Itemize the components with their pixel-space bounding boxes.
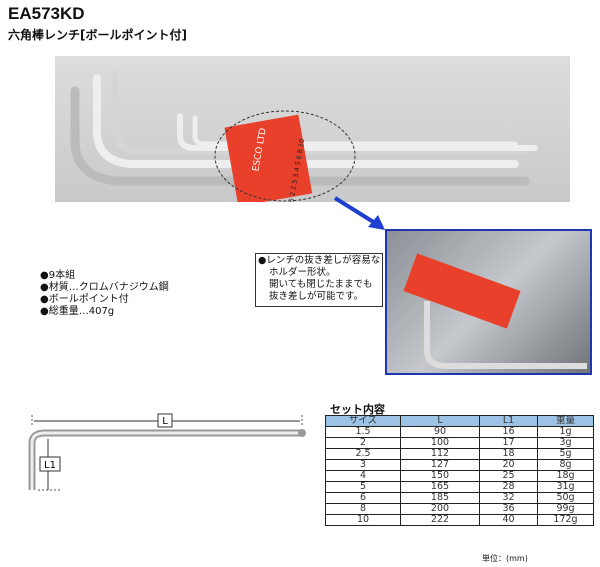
table-cell: 18g (537, 470, 594, 482)
table-cell: 172g (537, 514, 594, 526)
table-cell: 2.5 (325, 448, 401, 460)
table-cell: 17 (479, 437, 538, 449)
holder-closeup-photo (385, 229, 592, 375)
table-cell: 150 (400, 470, 480, 482)
table-cell: 5g (537, 448, 594, 460)
col-L: L (400, 415, 480, 427)
col-weight: 重量 (537, 415, 594, 427)
col-size: サイズ (325, 415, 401, 427)
table-cell: 90 (400, 426, 480, 438)
table-cell: 40 (479, 514, 538, 526)
table-cell: 200 (400, 503, 480, 515)
callout-line: ●レンチの抜き差しが容易な (258, 255, 381, 266)
product-code: EA573KD (8, 4, 85, 23)
table-cell: 25 (479, 470, 538, 482)
table-cell: 8g (537, 459, 594, 471)
table-cell: 5 (325, 481, 401, 493)
spec-list: ●9本組 ●材質…クロムバナジウム鋼 ●ボールポイント付 ●総重量…407g (40, 270, 169, 318)
table-cell: 20 (479, 459, 538, 471)
callout-box: ●レンチの抜き差しが容易な ホルダー形状。 開いても閉じたままでも 抜き差しが可… (255, 253, 383, 307)
label-L1: L1 (44, 460, 56, 471)
table-cell: 3g (537, 437, 594, 449)
table-cell: 36 (479, 503, 538, 515)
table-cell: 1g (537, 426, 594, 438)
wrench-set-illustration: ESCO LTD 1.5 2 2.5 3 4 5 6 8 10 (70, 70, 538, 209)
table-cell: 4 (325, 470, 401, 482)
set-contents-title: セット内容 (330, 403, 385, 416)
callout-line: 抜き差しが可能です。 (269, 291, 364, 302)
table-cell: 32 (479, 492, 538, 504)
table-cell: 31g (537, 481, 594, 493)
table-cell: 127 (400, 459, 480, 471)
table-cell: 100 (400, 437, 480, 449)
table-cell: 99g (537, 503, 594, 515)
table-cell: 3 (325, 459, 401, 471)
table-cell: 18 (479, 448, 538, 460)
col-L1: L1 (479, 415, 538, 427)
arrow-icon (333, 196, 385, 230)
spec-item: ●材質…クロムバナジウム鋼 (40, 282, 169, 293)
table-cell: 2 (325, 437, 401, 449)
spec-item: ●総重量…407g (40, 306, 115, 317)
spec-item: ●ボールポイント付 (40, 294, 129, 305)
callout-line: 開いても閉じたままでも (269, 279, 373, 290)
callout-line: ホルダー形状。 (269, 267, 336, 278)
table-cell: 112 (400, 448, 480, 460)
spec-item: ●9本組 (40, 270, 76, 281)
table-cell: 185 (400, 492, 480, 504)
table-cell: 8 (325, 503, 401, 515)
table-cell: 165 (400, 481, 480, 493)
table-cell: 50g (537, 492, 594, 504)
unit-note: 単位：(mm) (482, 554, 528, 563)
product-photo: ESCO LTD 1.5 2 2.5 3 4 5 6 8 10 (55, 56, 570, 209)
table-cell: 6 (325, 492, 401, 504)
dimension-diagram: L L1 (28, 413, 306, 491)
table-cell: 1.5 (325, 426, 401, 438)
product-name: 六角棒レンチ[ボールポイント付] (8, 28, 187, 42)
table-cell: 10 (325, 514, 401, 526)
label-L: L (162, 416, 168, 427)
table-cell: 222 (400, 514, 480, 526)
table-cell: 28 (479, 481, 538, 493)
table-cell: 16 (479, 426, 538, 438)
